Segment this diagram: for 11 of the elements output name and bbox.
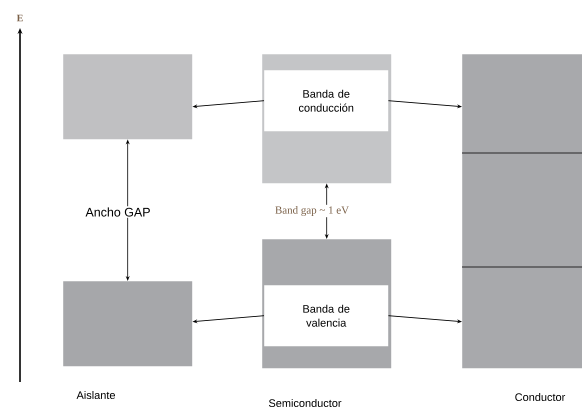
conductor-band-box xyxy=(462,54,582,368)
axis-label: E xyxy=(16,14,23,22)
band-label-box: Banda de valencia xyxy=(264,285,388,346)
material-label: Aislante xyxy=(76,390,115,400)
band-gap-label: Band gap ~ 1 eV xyxy=(275,206,349,216)
band-label-box: Banda de conducción xyxy=(264,70,388,132)
material-label: Semiconductor xyxy=(268,398,342,408)
material-label: Conductor xyxy=(515,392,566,402)
conduction-band-box xyxy=(63,54,192,140)
gap-label: Ancho GAP xyxy=(86,207,150,217)
valence-band-box xyxy=(63,281,192,366)
